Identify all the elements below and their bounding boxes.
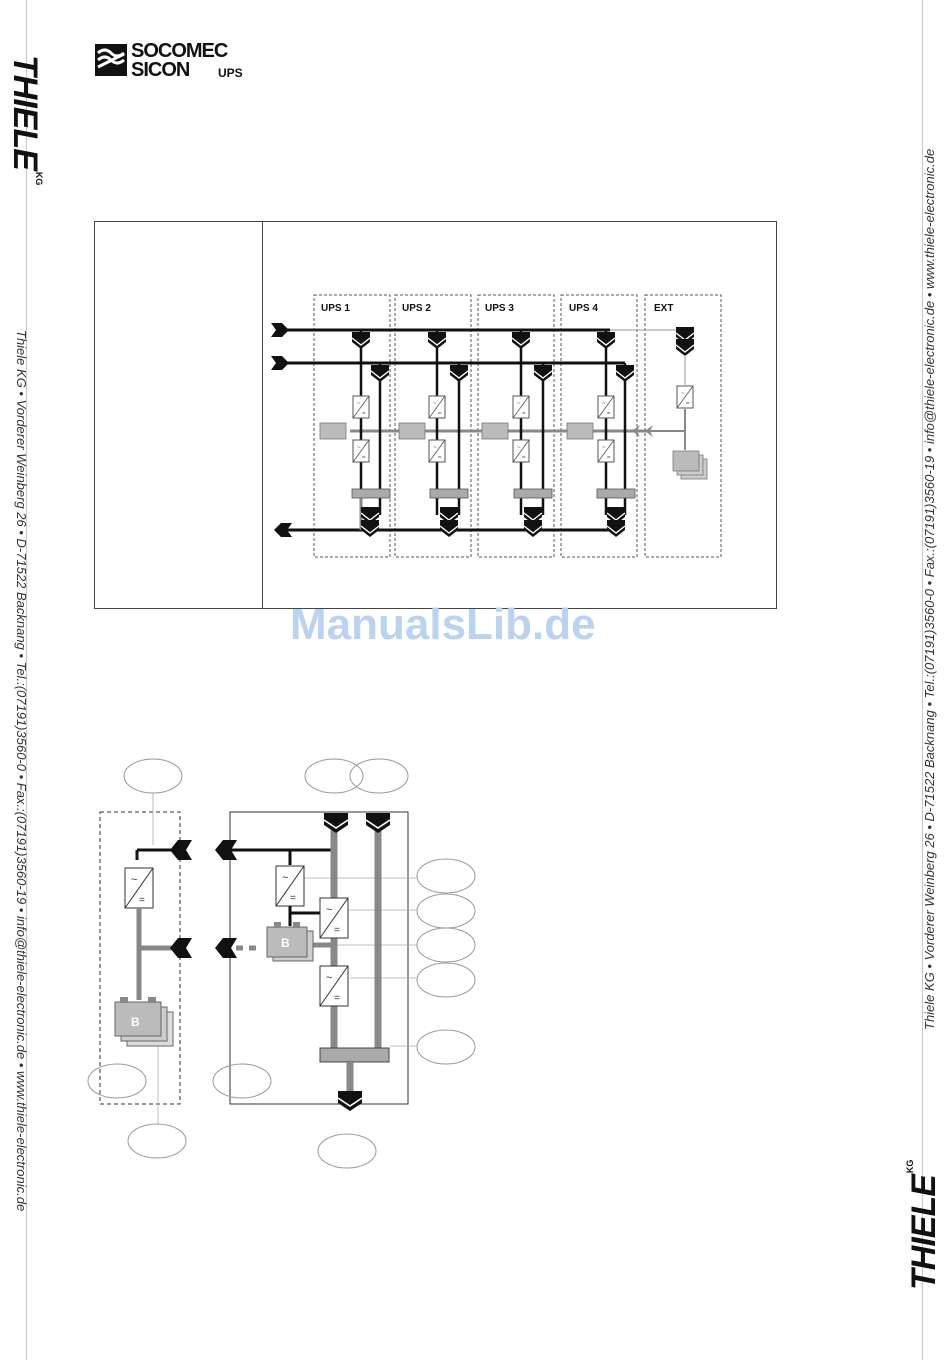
label-oval-9: [87, 1063, 147, 1099]
ext-unit: [632, 326, 708, 480]
battery-label-left: B: [131, 1015, 140, 1029]
ups-detail-diagram: ~ = B: [87, 758, 476, 1169]
battery-right: B: [266, 922, 314, 962]
label-oval-1: [123, 758, 183, 794]
label-oval-7: [416, 962, 476, 998]
logo-text-sicon: SICON: [131, 59, 190, 81]
label-oval-11: [127, 1123, 187, 1159]
ups-unit-4: [566, 330, 636, 538]
unit-box-ups4: [560, 294, 638, 558]
unit-label-ups1: UPS 1: [321, 303, 350, 314]
label-oval-3: [349, 758, 409, 794]
label-oval-2: [304, 758, 364, 794]
ups-unit-2: [398, 330, 469, 538]
figure-frame: [94, 221, 777, 609]
left-margin-line: [26, 0, 27, 1360]
right-margin-line: [922, 0, 923, 1360]
unit-box-ext: [644, 294, 722, 558]
logo-text-ups: UPS: [218, 66, 243, 80]
ups-frame-box: [229, 811, 409, 1105]
label-oval-10: [212, 1063, 272, 1099]
battery-cabinet-box: [99, 811, 181, 1105]
ups-unit-3: [481, 330, 553, 538]
thiele-logo-left: THIELEKG: [6, 55, 44, 186]
label-oval-12: [317, 1133, 377, 1169]
unit-label-ups4: UPS 4: [569, 303, 598, 314]
unit-box-ups2: [394, 294, 472, 558]
unit-label-ups3: UPS 3: [485, 303, 514, 314]
unit-box-ups1: [313, 294, 391, 558]
figure-frame-divider: [262, 221, 263, 609]
unit-label-ups2: UPS 2: [402, 303, 431, 314]
battery-stack-left: B: [114, 997, 174, 1047]
label-oval-4: [416, 858, 476, 894]
static-switch: [319, 1047, 390, 1063]
contact-line-right: Thiele KG • Vorderer Weinberg 26 • D-715…: [922, 148, 937, 1030]
parallel-ups-diagram: ~ = UPS 1 UPS 2 UPS 3 UPS 4 EXT: [271, 294, 722, 558]
ups-unit-1: [319, 330, 391, 538]
logo-text-socomec: SOCOMEC: [131, 40, 228, 62]
label-oval-5: [416, 893, 476, 929]
battery-label-right: B: [281, 936, 290, 950]
socomec-mark-icon: [95, 44, 127, 76]
watermark-text: ManualsLib.de: [290, 600, 596, 649]
socomec-logo: SOCOMEC SICON UPS: [95, 40, 255, 82]
unit-label-ext: EXT: [654, 303, 673, 314]
unit-box-ups3: [477, 294, 555, 558]
contact-line-left: Thiele KG • Vorderer Weinberg 26 • D-715…: [14, 330, 29, 1212]
thiele-logo-right: THIELEKG: [905, 1159, 943, 1290]
label-oval-6: [416, 927, 476, 963]
label-oval-8: [416, 1029, 476, 1065]
